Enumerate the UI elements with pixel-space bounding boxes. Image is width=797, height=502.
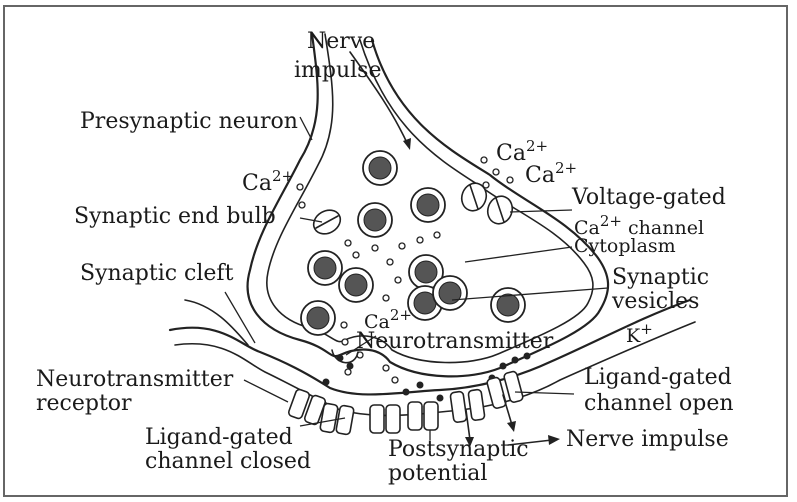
label-voltage-gated: Voltage-gated — [571, 185, 726, 210]
vesicle — [339, 268, 373, 302]
ligand-channel-closed — [408, 402, 438, 430]
label-ligand-open-2: channel open — [584, 391, 734, 416]
label-synaptic-vesicles-1: Synaptic — [612, 265, 709, 290]
vesicle — [363, 151, 397, 185]
label-ca-top-right-1: Ca2+ — [496, 137, 548, 166]
vesicle — [433, 276, 467, 310]
label-postsynaptic-2: potential — [388, 461, 487, 486]
label-synaptic-cleft: Synaptic cleft — [80, 261, 234, 286]
vesicle — [358, 203, 392, 237]
label-nt-receptor-1: Neurotransmitter — [36, 367, 234, 392]
label-presynaptic-neuron: Presynaptic neuron — [80, 109, 298, 134]
label-nerve-impulse-right: Nerve impulse — [566, 427, 729, 452]
label-ligand-open-1: Ligand-gated — [584, 365, 732, 390]
label-ligand-closed-2: channel closed — [145, 449, 311, 474]
label-nerve-impulse-top-1: Nerve — [307, 29, 375, 54]
ligand-channel-closed — [370, 405, 400, 433]
label-nt-receptor-2: receptor — [36, 391, 132, 416]
vesicle — [491, 288, 525, 322]
vesicle — [308, 251, 342, 285]
vesicle — [411, 188, 445, 222]
label-ligand-closed-1: Ligand-gated — [145, 425, 293, 450]
label-synaptic-vesicles-2: vesicles — [611, 289, 699, 314]
label-nerve-impulse-top-2: impulse — [294, 58, 382, 83]
vesicle — [301, 301, 335, 335]
label-cytoplasm: Cytoplasm — [574, 235, 676, 257]
label-postsynaptic-1: Postsynaptic — [388, 437, 529, 462]
cleft-boundary-left — [185, 300, 248, 345]
ligand-channel-closed — [288, 388, 327, 425]
synaptic-vesicles — [301, 151, 525, 335]
label-k-plus: K+ — [626, 320, 653, 347]
label-synaptic-end-bulb: Synaptic end bulb — [74, 204, 276, 229]
label-ca-left: Ca2+ — [242, 167, 294, 196]
label-ca-top-right-2: Ca2+ — [525, 159, 577, 188]
label-neurotransmitter: Neurotransmitter — [356, 329, 554, 354]
